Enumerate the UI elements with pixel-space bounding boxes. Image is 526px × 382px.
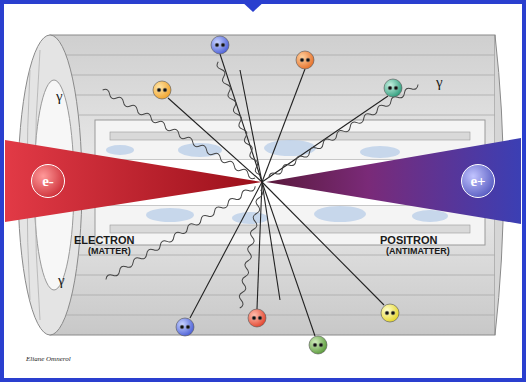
- particle-symbol: e+: [470, 173, 485, 190]
- beam-name: ELECTRON: [74, 234, 135, 246]
- beam-note: (MATTER): [88, 247, 131, 257]
- particle-symbol: e-: [42, 173, 54, 190]
- gamma-label: γ: [58, 272, 65, 289]
- beam-note: (ANTIMATTER): [386, 247, 450, 257]
- gamma-label: γ: [56, 88, 63, 105]
- beam-name: POSITRON: [380, 234, 437, 246]
- beam-particle-badge: e-: [31, 164, 65, 198]
- gamma-label: γ: [436, 74, 443, 91]
- artist-signature: Eliane Omnerol: [26, 356, 71, 364]
- beam-particle-badge: e+: [461, 164, 495, 198]
